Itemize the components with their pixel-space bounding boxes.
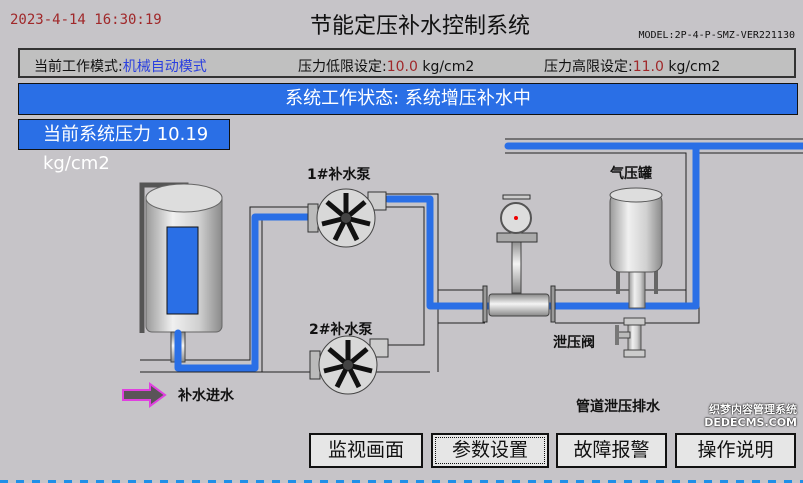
monitor-screen-button[interactable]: 监视画面 bbox=[309, 433, 423, 468]
watermark: 织梦内容管理系统 DEDECMS.COM bbox=[704, 403, 797, 429]
datetime: 2023-4-14 16:30:19 bbox=[10, 12, 162, 28]
low-limit-label: 压力低限设定: bbox=[298, 59, 387, 75]
current-pressure-display: 当前系统压力 10.19 kg/cm2 bbox=[18, 119, 230, 174]
low-limit-unit: kg/cm2 bbox=[422, 59, 475, 75]
inlet-arrow-icon bbox=[122, 382, 167, 408]
pump-2-icon[interactable] bbox=[309, 335, 389, 395]
relief-valve-icon[interactable] bbox=[615, 317, 646, 358]
model-label: MODEL:2P-4-P-SMZ-VER221130 bbox=[638, 30, 795, 41]
relief-valve-label: 泄压阀 bbox=[553, 335, 595, 351]
watermark-line-2: DEDECMS.COM bbox=[704, 416, 797, 429]
high-limit-label: 压力高限设定: bbox=[544, 59, 633, 75]
pressure-tank-label: 气压罐 bbox=[610, 166, 652, 182]
mode-label: 当前工作模式: bbox=[34, 59, 123, 75]
info-bar: 当前工作模式:机械自动模式 压力低限设定:10.0 kg/cm2 压力高限设定:… bbox=[18, 48, 796, 78]
high-limit-field: 压力高限设定:11.0 kg/cm2 bbox=[544, 56, 720, 76]
fault-alarm-button[interactable]: 故障报警 bbox=[556, 433, 667, 468]
flow-meter-icon bbox=[482, 232, 556, 323]
parameter-settings-button[interactable]: 参数设置 bbox=[431, 433, 549, 468]
pump-1-icon[interactable] bbox=[307, 188, 387, 248]
high-limit-unit: kg/cm2 bbox=[668, 59, 721, 75]
gray-pipes bbox=[140, 138, 803, 373]
low-limit-value[interactable]: 10.0 bbox=[386, 59, 418, 75]
pressure-tank-icon bbox=[609, 187, 663, 309]
watermark-line-1: 织梦内容管理系统 bbox=[709, 403, 797, 416]
mode-field: 当前工作模式:机械自动模式 bbox=[34, 56, 207, 76]
storage-tank bbox=[139, 182, 223, 363]
drain-label: 管道泄压排水 bbox=[576, 399, 660, 415]
water-flow bbox=[174, 142, 803, 372]
operation-manual-button[interactable]: 操作说明 bbox=[675, 433, 796, 468]
system-status-bar: 系统工作状态: 系统增压补水中 bbox=[18, 83, 798, 115]
bottom-dashed-line bbox=[0, 480, 803, 483]
high-limit-value[interactable]: 11.0 bbox=[632, 59, 664, 75]
low-limit-field: 压力低限设定:10.0 kg/cm2 bbox=[298, 56, 474, 76]
inlet-label: 补水进水 bbox=[178, 388, 234, 404]
page-title: 节能定压补水控制系统 bbox=[309, 14, 530, 39]
pump-2-label: 2#补水泵 bbox=[309, 322, 373, 338]
mode-value: 机械自动模式 bbox=[122, 59, 207, 75]
pressure-gauge-icon bbox=[500, 194, 532, 234]
pump-1-label: 1#补水泵 bbox=[307, 167, 371, 183]
